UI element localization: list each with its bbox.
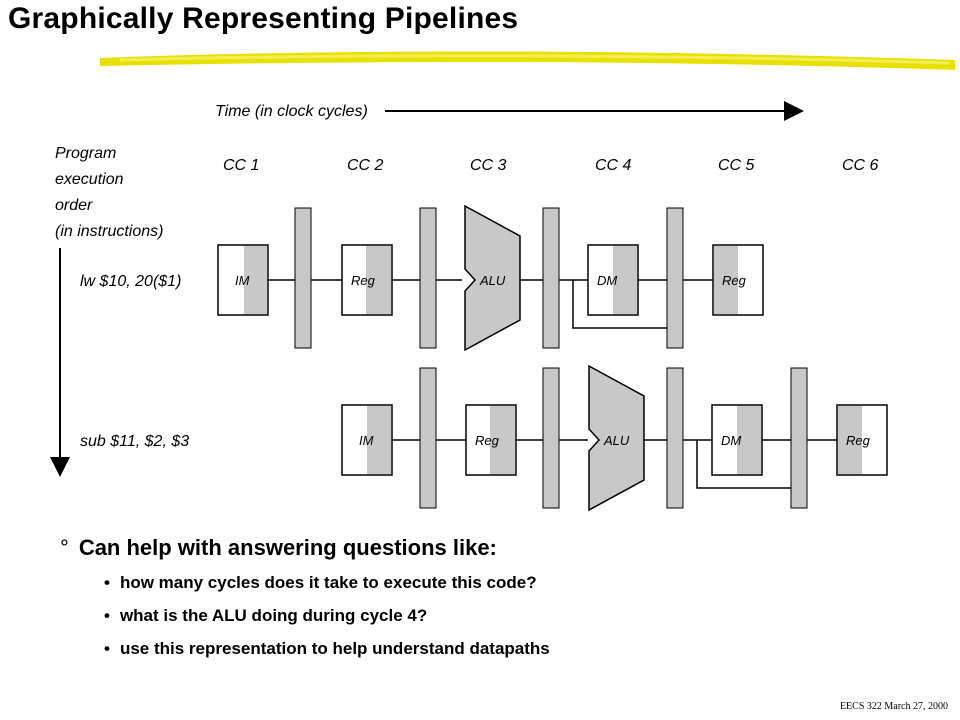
svg-text:Reg: Reg bbox=[475, 433, 500, 448]
sub-bullet-text: how many cycles does it take to execute … bbox=[119, 573, 537, 592]
svg-text:ALU: ALU bbox=[603, 433, 630, 448]
cycle-label: CC 4 bbox=[595, 157, 632, 174]
main-bullet-text: Can help with answering questions like: bbox=[78, 535, 497, 560]
reg-write-stage: Reg bbox=[836, 404, 888, 476]
svg-text:Reg: Reg bbox=[722, 273, 747, 288]
svg-text:DM: DM bbox=[721, 433, 741, 448]
title-underline bbox=[100, 51, 955, 70]
cycle-label: CC 3 bbox=[470, 157, 507, 174]
pipeline-register bbox=[542, 207, 560, 349]
svg-text:ALU: ALU bbox=[479, 273, 506, 288]
pipeline-register bbox=[666, 367, 684, 509]
bullet-dot: • bbox=[104, 573, 110, 592]
cycle-label: CC 6 bbox=[842, 157, 879, 174]
axis-label-line-3: order bbox=[55, 197, 93, 214]
cycle-label: CC 5 bbox=[718, 157, 755, 174]
axis-label-line-1: Program bbox=[55, 145, 116, 162]
sub-bullet-text: use this representation to help understa… bbox=[119, 639, 550, 658]
instruction-label: sub $11, $2, $3 bbox=[80, 433, 189, 450]
dm-stage: DM bbox=[711, 404, 763, 476]
footer-text: EECS 322 March 27, 2000 bbox=[839, 701, 948, 712]
cycle-label: CC 2 bbox=[347, 157, 384, 174]
svg-text:DM: DM bbox=[597, 273, 617, 288]
sub-bullet-text: what is the ALU doing during cycle 4? bbox=[119, 606, 428, 625]
cycle-label: CC 1 bbox=[223, 157, 259, 174]
bullet-dot: • bbox=[104, 639, 110, 658]
svg-text:IM: IM bbox=[359, 433, 374, 448]
im-stage: IM bbox=[217, 244, 269, 316]
dm-stage: DM bbox=[587, 244, 639, 316]
instruction-row-sub: IM Reg ALU DM Reg bbox=[341, 364, 888, 512]
bullet-dot: • bbox=[104, 606, 110, 625]
sub-bullet: • how many cycles does it take to execut… bbox=[104, 573, 940, 593]
slide-title: Graphically Representing Pipelines bbox=[8, 2, 519, 35]
bullet-marker: ° bbox=[60, 535, 69, 560]
time-axis-label: Time (in clock cycles) bbox=[215, 103, 368, 120]
reg-read-stage: Reg bbox=[341, 244, 393, 316]
instruction-row-lw: IM Reg ALU DM Reg bbox=[217, 204, 764, 352]
instruction-label: lw $10, 20($1) bbox=[80, 273, 181, 290]
svg-text:IM: IM bbox=[235, 273, 250, 288]
im-stage: IM bbox=[341, 404, 393, 476]
alu-stage: ALU bbox=[464, 204, 521, 352]
svg-text:Reg: Reg bbox=[846, 433, 871, 448]
sub-bullet-list: • how many cycles does it take to execut… bbox=[104, 573, 940, 659]
sub-bullet: • use this representation to help unders… bbox=[104, 639, 940, 659]
svg-text:Reg: Reg bbox=[351, 273, 376, 288]
alu-stage: ALU bbox=[588, 364, 645, 512]
pipeline-diagram: Time (in clock cycles) Program execution… bbox=[50, 101, 888, 512]
pipeline-register bbox=[419, 367, 437, 509]
bullet-section: ° Can help with answering questions like… bbox=[60, 535, 940, 672]
pipeline-register bbox=[542, 367, 560, 509]
pipeline-register bbox=[294, 207, 312, 349]
reg-write-stage: Reg bbox=[712, 244, 764, 316]
pipeline-register bbox=[666, 207, 684, 349]
pipeline-register bbox=[419, 207, 437, 349]
pipeline-register bbox=[790, 367, 808, 509]
reg-read-stage: Reg bbox=[465, 404, 517, 476]
axis-label-line-2: execution bbox=[55, 171, 124, 188]
main-bullet: ° Can help with answering questions like… bbox=[60, 535, 940, 561]
sub-bullet: • what is the ALU doing during cycle 4? bbox=[104, 606, 940, 626]
axis-label-line-4: (in instructions) bbox=[55, 223, 163, 240]
